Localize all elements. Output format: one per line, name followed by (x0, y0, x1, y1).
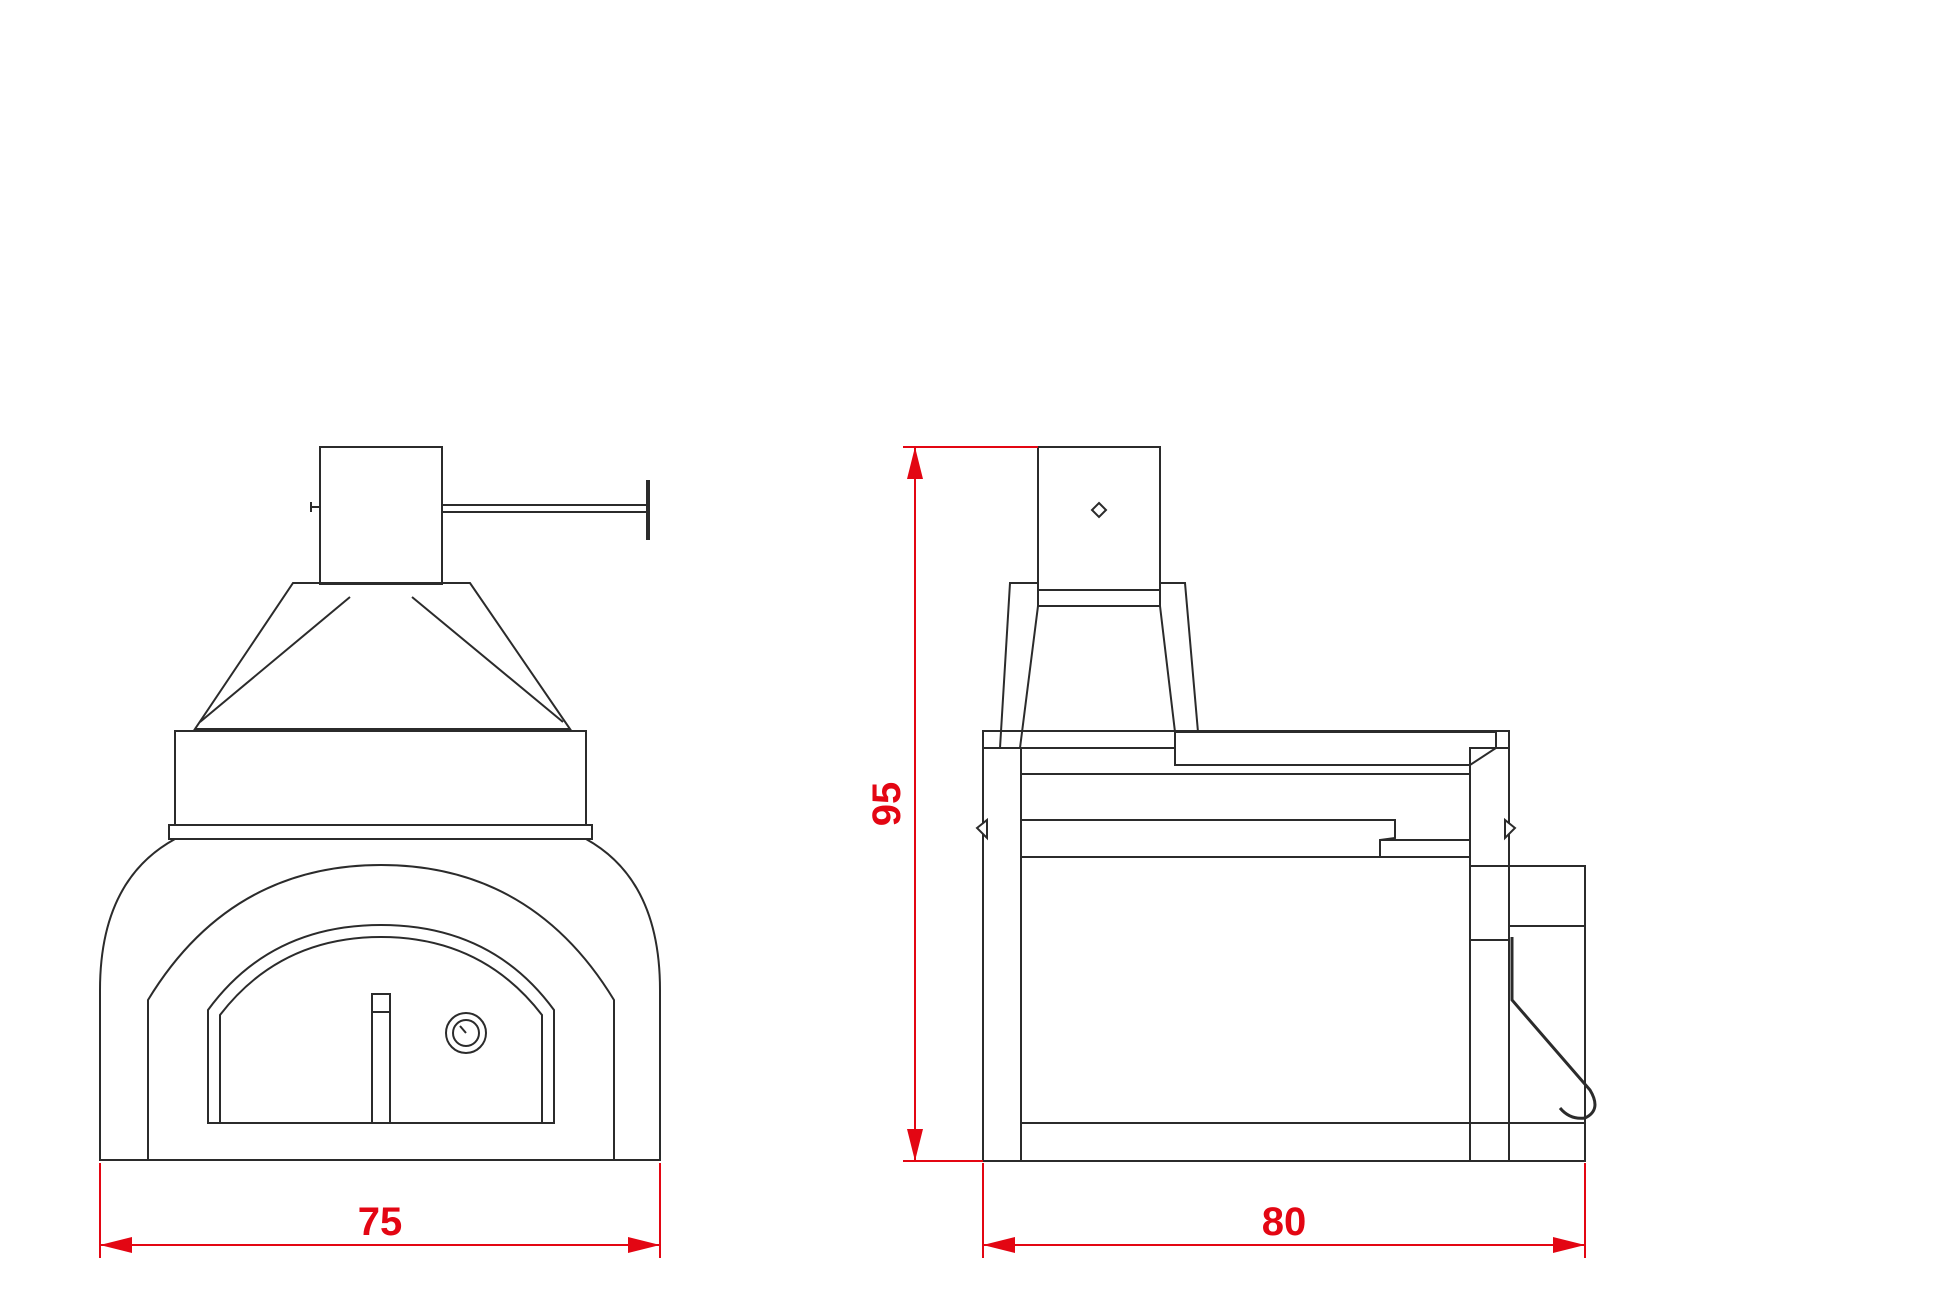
front-oven-door (207, 923, 555, 1124)
front-dome-inner-arch (147, 863, 615, 1160)
front-oven-door-inner (219, 935, 543, 1123)
top-wall (1174, 731, 1497, 766)
flue-wall-left (998, 582, 1039, 749)
side-height-dimension: 95 (865, 446, 1038, 1162)
side-depth-dimension: 80 (982, 1163, 1586, 1258)
door-handle (371, 993, 391, 1124)
chimney-rivet (1090, 501, 1108, 519)
side-depth-label: 80 (1262, 1200, 1307, 1244)
side-height-label: 95 (865, 782, 909, 827)
damper-handle (310, 480, 650, 540)
door-slot (1508, 925, 1586, 1124)
wall-clip-left (975, 817, 988, 841)
side-section-view (975, 446, 1597, 1162)
front-chimney-pipe (319, 446, 443, 585)
left-wall (982, 747, 1022, 1162)
front-collar-rim (168, 824, 593, 840)
door-hook (1510, 937, 1597, 1120)
door-frame (1469, 865, 1586, 941)
side-body-outer (982, 730, 1510, 1162)
right-wall (1469, 747, 1510, 1162)
side-chimney-pipe (1037, 446, 1161, 591)
front-view (99, 446, 661, 1161)
oven-hearth (1020, 819, 1396, 858)
front-width-label: 75 (358, 1200, 403, 1244)
front-width-dimension: 75 (99, 1163, 661, 1258)
bottom-slab (1020, 1122, 1471, 1162)
thermometer-icon (445, 1012, 487, 1054)
front-collar (174, 730, 587, 826)
door-base (1508, 1122, 1586, 1162)
wall-clip-right (1504, 817, 1517, 841)
front-dome-body (99, 838, 661, 1161)
flue-wall-right (1159, 582, 1200, 733)
front-hood (193, 582, 572, 730)
